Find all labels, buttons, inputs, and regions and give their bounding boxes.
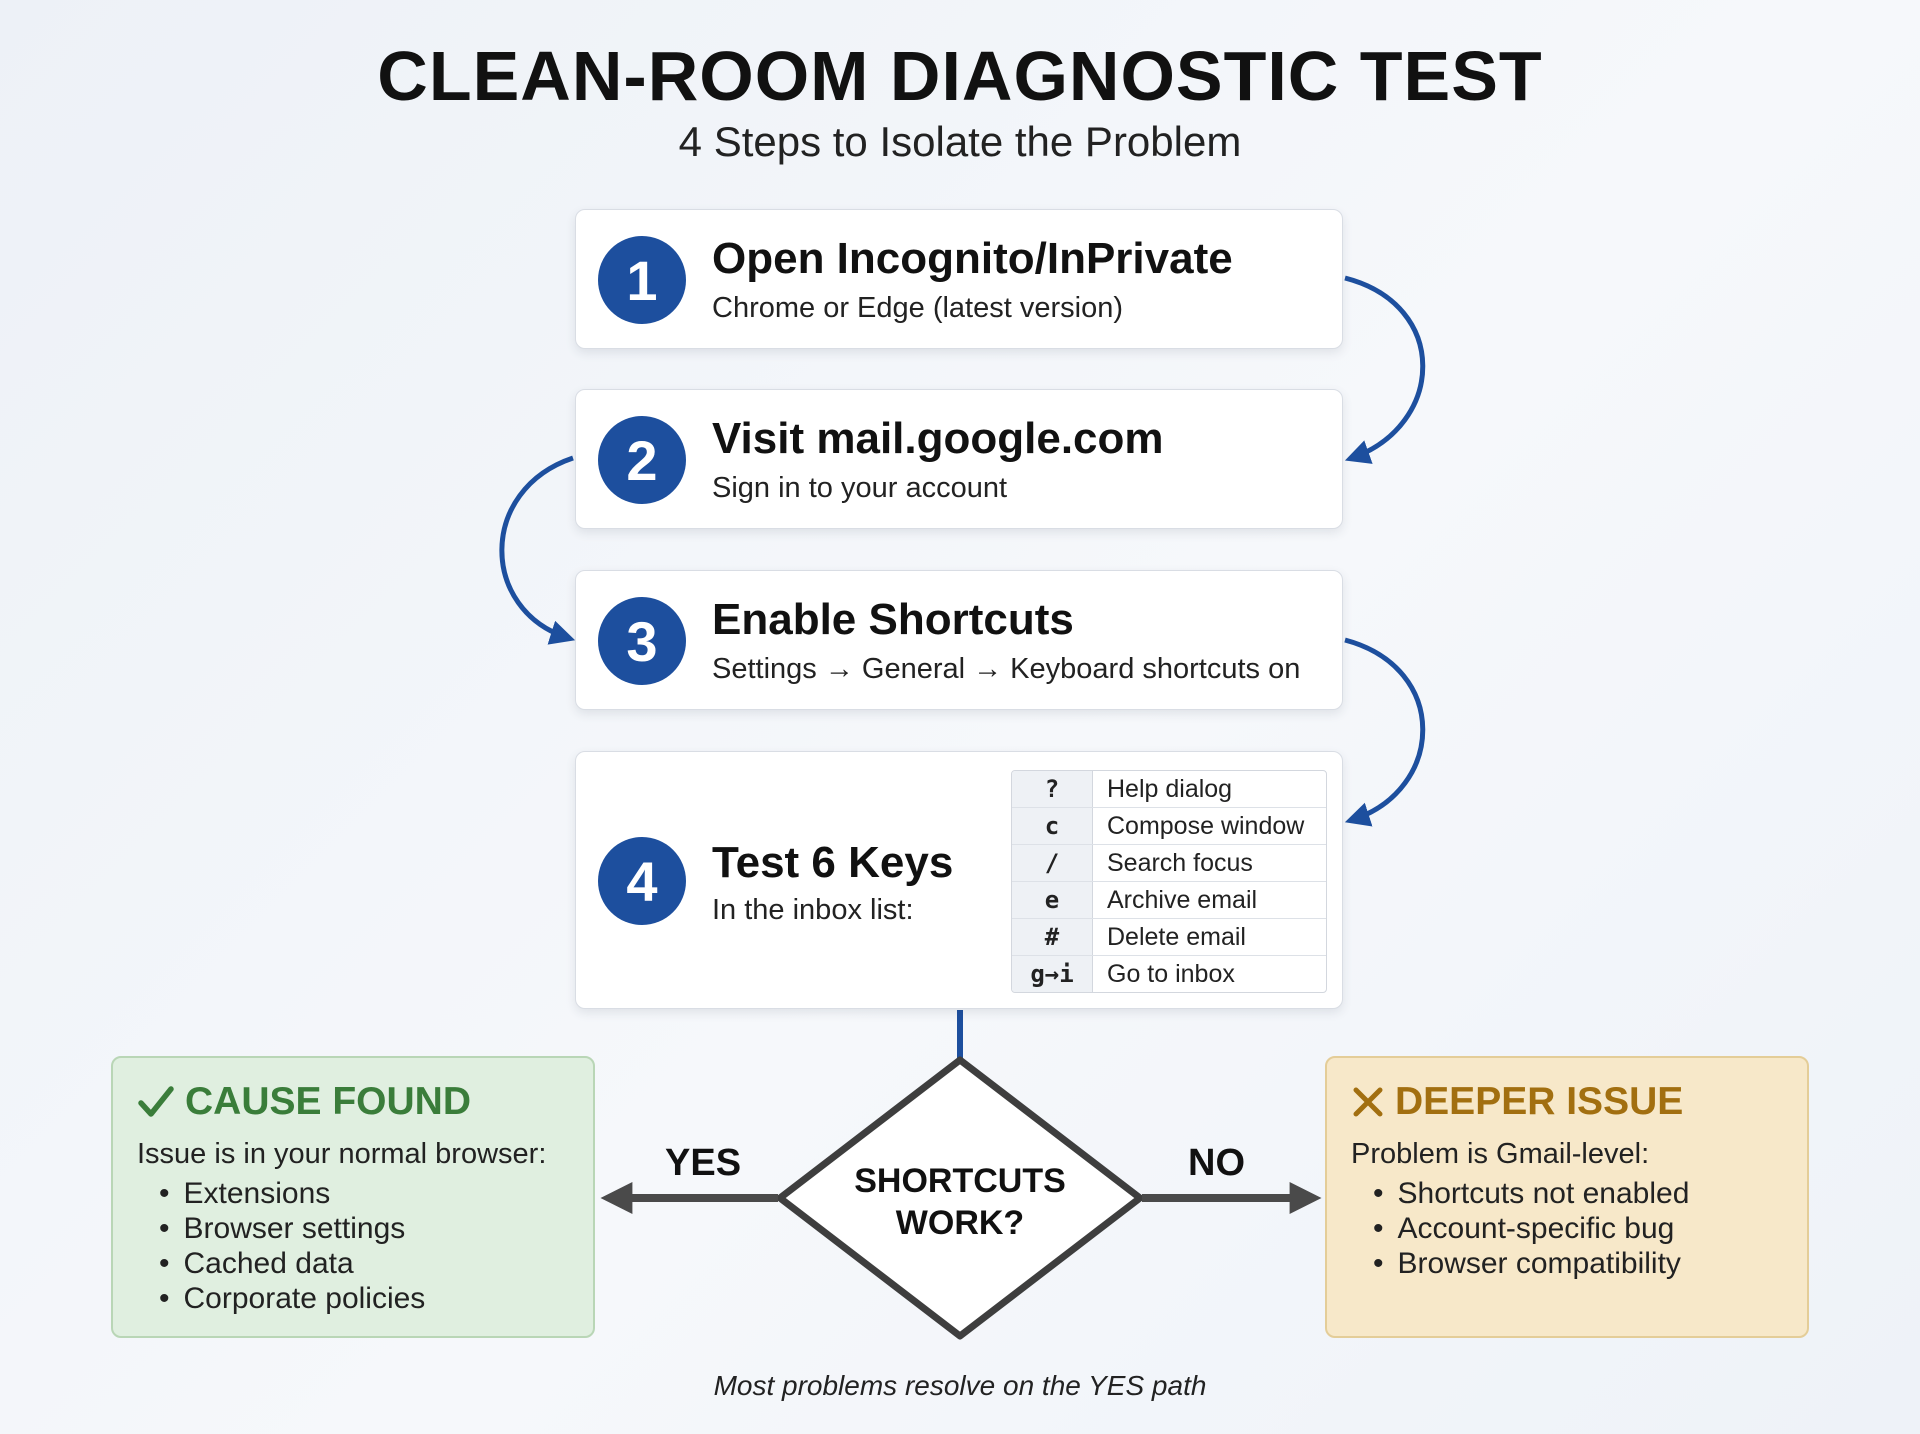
cause-found-box: CAUSE FOUND Issue is in your normal brow… bbox=[111, 1056, 595, 1338]
step-subtitle: In the inbox list: bbox=[712, 894, 914, 926]
list-item: Shortcuts not enabled bbox=[1373, 1176, 1690, 1211]
key-description: Go to inbox bbox=[1107, 959, 1235, 988]
step-title: Enable Shortcuts bbox=[712, 595, 1074, 644]
key-row: e Archive email bbox=[1012, 882, 1326, 919]
key-description: Help dialog bbox=[1107, 774, 1233, 803]
step-subtitle: Chrome or Edge (latest version) bbox=[712, 292, 1123, 324]
key-description: Archive email bbox=[1107, 885, 1258, 914]
cause-found-title: CAUSE FOUND bbox=[185, 1080, 472, 1123]
deeper-issue-box: DEEPER ISSUE Problem is Gmail-level: Sho… bbox=[1325, 1056, 1809, 1338]
key-cell: c bbox=[1012, 808, 1093, 844]
step-subtitle: Settings → General → Keyboard shortcuts … bbox=[712, 653, 1301, 685]
step-number-badge: 4 bbox=[598, 837, 686, 925]
shortcut-key-table: ? Help dialog c Compose window / Search foc… bbox=[1011, 770, 1327, 993]
step-subtitle: Sign in to your account bbox=[712, 472, 1008, 504]
decision-label: SHORTCUTS WORK? bbox=[810, 1160, 1110, 1244]
step-card-3: 3 Enable Shortcuts Settings → General → … bbox=[575, 570, 1343, 710]
step-number-badge: 1 bbox=[598, 236, 686, 324]
key-cell: g→i bbox=[1012, 956, 1093, 992]
page-subtitle: 4 Steps to Isolate the Problem bbox=[678, 118, 1242, 165]
x-mark-icon bbox=[1353, 1087, 1383, 1117]
key-row: c Compose window bbox=[1012, 808, 1326, 845]
no-label: NO bbox=[1188, 1142, 1245, 1184]
step-number-badge: 2 bbox=[598, 416, 686, 504]
list-item: Account-specific bug bbox=[1373, 1211, 1689, 1246]
list-item: Browser settings bbox=[159, 1211, 425, 1246]
key-row: # Delete email bbox=[1012, 919, 1326, 956]
key-row: g→i Go to inbox bbox=[1012, 956, 1326, 992]
deeper-issue-subtitle: Problem is Gmail-level: bbox=[1351, 1138, 1650, 1170]
decision-line-2: WORK? bbox=[895, 1204, 1025, 1242]
footnote: Most problems resolve on the YES path bbox=[713, 1370, 1207, 1401]
decision-diamond bbox=[776, 1056, 1144, 1340]
arrow-step3-to-step4 bbox=[1344, 637, 1426, 827]
key-cell: e bbox=[1012, 882, 1093, 918]
step-card-1: 1 Open Incognito/InPrivate Chrome or Edg… bbox=[575, 209, 1343, 349]
arrow-step2-to-step3 bbox=[499, 455, 576, 645]
cause-found-subtitle: Issue is in your normal browser: bbox=[137, 1138, 547, 1170]
step-title: Open Incognito/InPrivate bbox=[712, 234, 1233, 283]
key-cell: / bbox=[1012, 845, 1093, 881]
cause-found-heading: CAUSE FOUND bbox=[137, 1080, 471, 1124]
step-title: Test 6 Keys bbox=[712, 838, 954, 887]
key-row: ? Help dialog bbox=[1012, 771, 1326, 808]
key-description: Search focus bbox=[1107, 848, 1253, 877]
step-card-4: 4 Test 6 Keys In the inbox list: ? Help d… bbox=[575, 751, 1343, 1009]
list-item: Extensions bbox=[159, 1176, 425, 1211]
step-card-2: 2 Visit mail.google.com Sign in to your … bbox=[575, 389, 1343, 529]
key-description: Compose window bbox=[1107, 811, 1305, 840]
key-cell: # bbox=[1012, 919, 1093, 955]
list-item: Corporate policies bbox=[159, 1281, 426, 1316]
deeper-list: Shortcuts not enabled Account-specific b… bbox=[1373, 1176, 1690, 1281]
checkmark-icon bbox=[138, 1086, 174, 1117]
cause-list: Extensions Browser settings Cached data … bbox=[159, 1176, 426, 1316]
list-item: Browser compatibility bbox=[1373, 1246, 1689, 1281]
key-description: Delete email bbox=[1107, 922, 1246, 951]
step-number-badge: 3 bbox=[598, 597, 686, 685]
list-item: Cached data bbox=[159, 1246, 425, 1281]
deeper-issue-heading: DEEPER ISSUE bbox=[1351, 1080, 1683, 1124]
key-cell: ? bbox=[1012, 771, 1093, 807]
arrow-step1-to-step2 bbox=[1344, 275, 1426, 464]
key-row: / Search focus bbox=[1012, 845, 1326, 882]
page-title: CLEAN-ROOM DIAGNOSTIC TEST bbox=[377, 37, 1543, 115]
deeper-issue-title: DEEPER ISSUE bbox=[1395, 1080, 1684, 1123]
step-title: Visit mail.google.com bbox=[712, 414, 1164, 463]
decision-line-1: SHORTCUTS bbox=[854, 1162, 1066, 1200]
yes-label: YES bbox=[665, 1142, 742, 1184]
